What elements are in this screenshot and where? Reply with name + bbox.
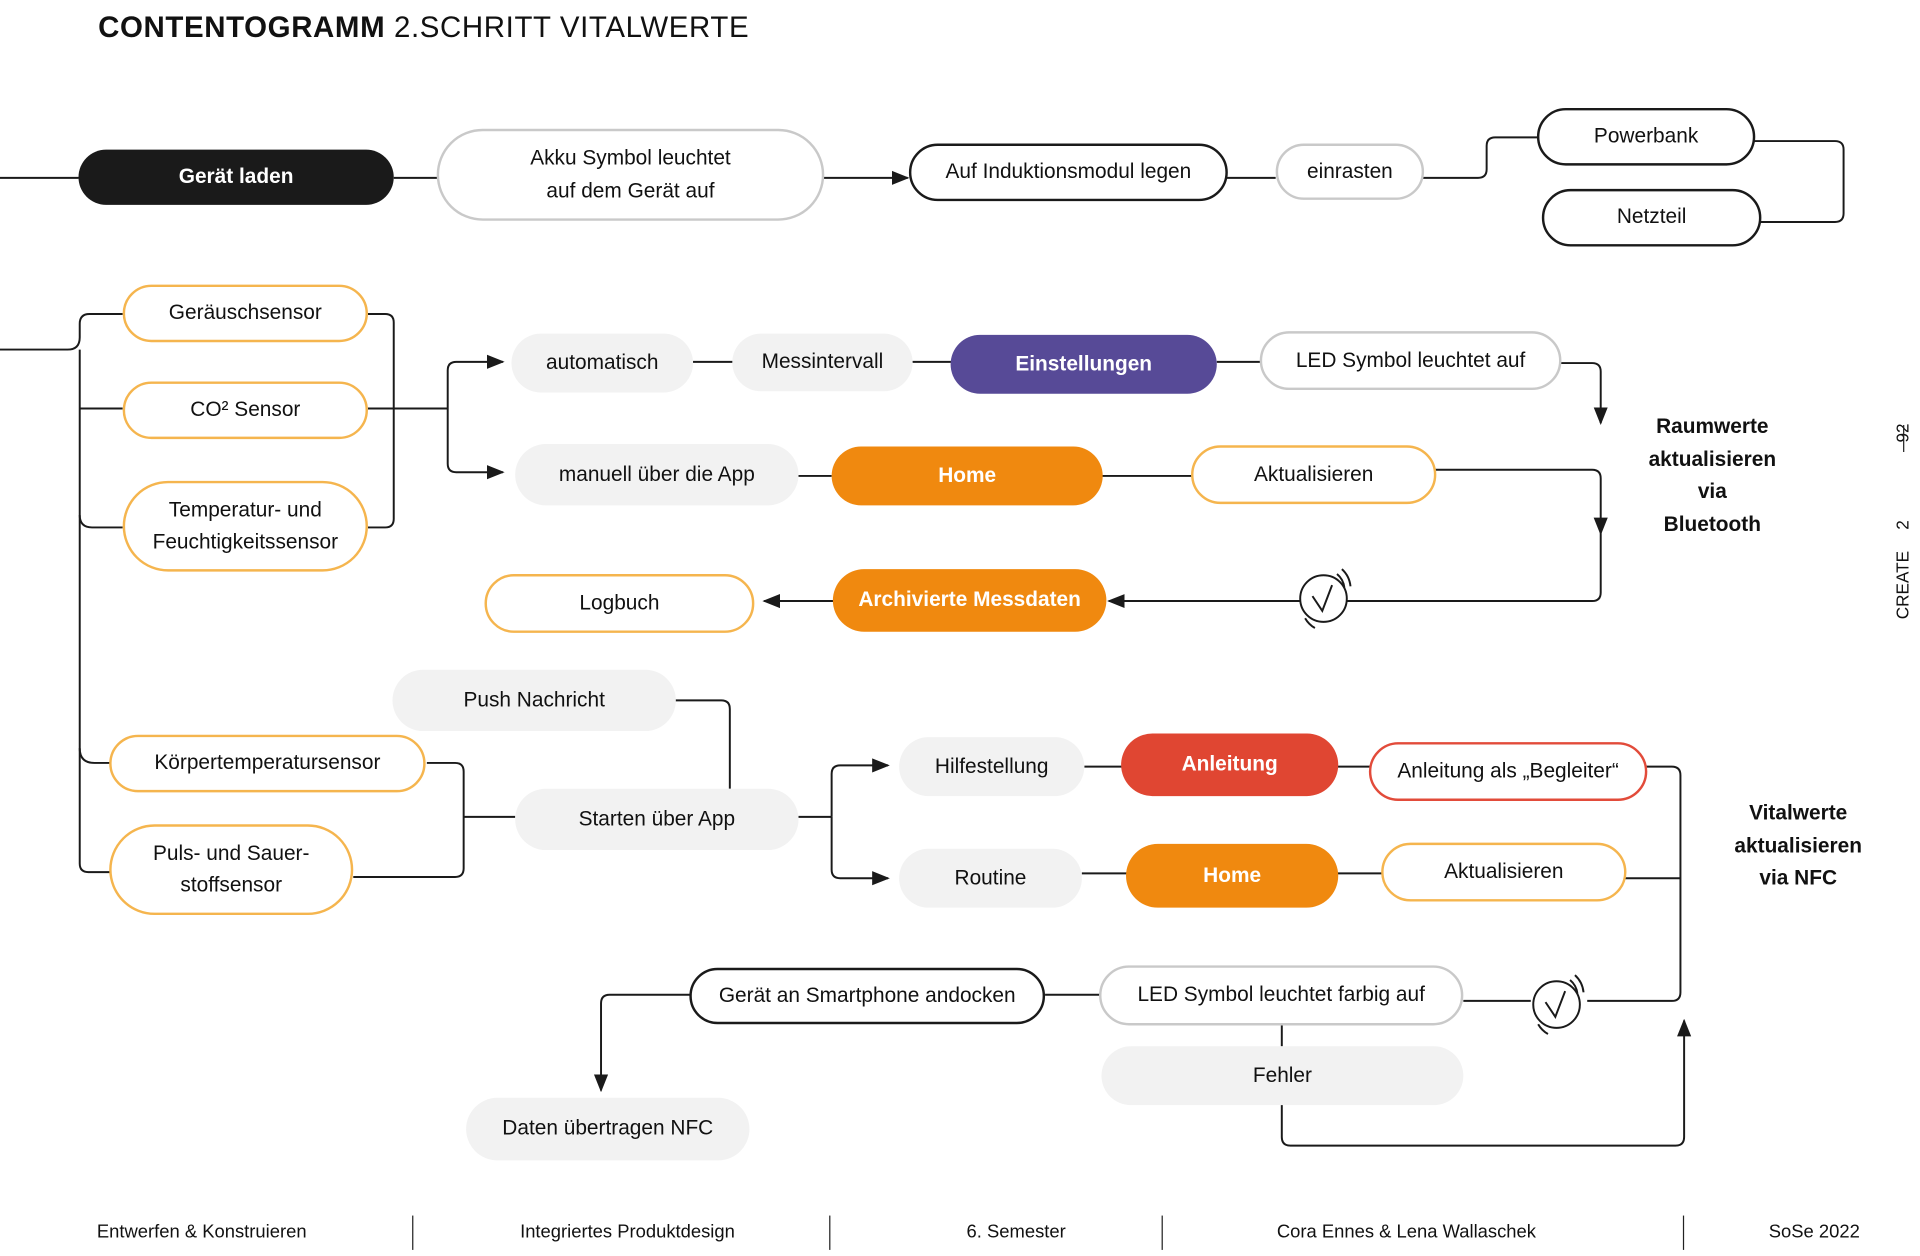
label-raumwerte-bluetooth: Raumwerte aktualisieren via Bluetooth: [1631, 411, 1793, 542]
node-geraet-laden: Gerät laden: [78, 149, 394, 205]
footer-divider: [1682, 1215, 1685, 1250]
node-push-nachricht: Push Nachricht: [392, 669, 676, 732]
node-messintervall: Messintervall: [732, 333, 913, 392]
check-signal-icon: [1532, 974, 1585, 1035]
raum-line-4: Bluetooth: [1663, 512, 1761, 537]
footer-divider: [1161, 1215, 1163, 1250]
node-archivierte-messdaten: Archivierte Messdaten: [832, 569, 1107, 632]
node-home-bluetooth: Home: [831, 446, 1103, 506]
node-hilfestellung: Hilfestellung: [899, 737, 1085, 797]
node-home-nfc: Home: [1126, 843, 1339, 908]
node-anleitung: Anleitung: [1121, 733, 1339, 797]
temp-line-2: Feuchtigkeitssensor: [152, 529, 339, 554]
footer-term: SoSe 2022: [1768, 1221, 1860, 1243]
raum-line-3: via: [1697, 480, 1727, 504]
node-puls-sauerstoffsensor: Puls- und Sauer- stoffsensor: [109, 824, 354, 916]
title-bold: CONTENTOGRAMM: [98, 11, 386, 45]
puls-line-2: stoffsensor: [180, 873, 283, 897]
footer-authors: Cora Ennes & Lena Wallaschek: [1276, 1221, 1536, 1243]
node-daten-uebertragen: Daten übertragen NFC: [466, 1097, 750, 1161]
footer-program: Integriertes Produktdesign: [520, 1221, 735, 1243]
node-led-farbig: LED Symbol leuchtet farbig auf: [1099, 965, 1464, 1026]
akku-line-1: Akku Symbol leuchtet: [530, 146, 731, 170]
node-akku-symbol: Akku Symbol leuchtet auf dem Gerät auf: [436, 128, 825, 221]
title-rest: 2.SCHRITT VITALWERTE: [394, 11, 750, 45]
temp-line-1: Temperatur- und: [168, 497, 322, 521]
vital-line-1: Vitalwerte: [1749, 800, 1848, 825]
node-geraeuschsensor: Geräuschsensor: [122, 284, 368, 343]
node-powerbank: Powerbank: [1536, 107, 1756, 166]
akku-line-2: auf dem Gerät auf: [546, 178, 715, 202]
vital-line-3: via NFC: [1759, 866, 1838, 890]
footer-course: Entwerfen & Konstruieren: [96, 1221, 307, 1243]
vital-line-2: aktualisieren: [1734, 833, 1862, 858]
node-temperatur-sensor: Temperatur- und Feuchtigkeitssensor: [122, 480, 368, 572]
node-koerpertemperatursensor: Körpertemperatursensor: [109, 734, 426, 793]
node-starten-app: Starten über App: [515, 788, 799, 851]
node-einrasten: einrasten: [1275, 143, 1425, 200]
node-induktionsmodul: Auf Induktionsmodul legen: [908, 143, 1228, 202]
node-netzteil: Netzteil: [1541, 188, 1762, 247]
raum-line-2: aktualisieren: [1648, 447, 1777, 471]
node-led-leuchtet: LED Symbol leuchtet auf: [1259, 331, 1562, 391]
page-mark-divider: [1903, 425, 1905, 453]
check-signal-icon: [1299, 568, 1352, 629]
node-logbuch: Logbuch: [484, 574, 755, 633]
node-aktualisieren-bluetooth: Aktualisieren: [1191, 445, 1437, 505]
node-manuell-app: manuell über die App: [515, 444, 799, 506]
section-name: CREATE: [1892, 550, 1913, 620]
footer-divider: [829, 1215, 831, 1250]
node-einstellungen: Einstellungen: [950, 334, 1217, 394]
label-vitalwerte-nfc: Vitalwerte aktualisieren via NFC: [1717, 797, 1879, 895]
node-aktualisieren-nfc: Aktualisieren: [1381, 842, 1627, 902]
node-anleitung-begleiter: Anleitung als „Begleiter“: [1368, 742, 1648, 801]
node-fehler: Fehler: [1101, 1046, 1464, 1106]
footer-semester: 6. Semester: [966, 1221, 1066, 1243]
puls-line-1: Puls- und Sauer-: [152, 841, 310, 865]
node-co2-sensor: CO² Sensor: [122, 381, 368, 440]
section-number: 2: [1892, 520, 1913, 530]
node-geraet-andocken: Gerät an Smartphone andocken: [689, 967, 1046, 1025]
node-routine: Routine: [899, 848, 1082, 908]
page-title: CONTENTOGRAMM 2.SCHRITT VITALWERTE: [98, 11, 749, 45]
raum-line-1: Raumwerte: [1656, 414, 1769, 438]
node-automatisch: automatisch: [511, 333, 694, 393]
footer-divider: [412, 1215, 414, 1250]
